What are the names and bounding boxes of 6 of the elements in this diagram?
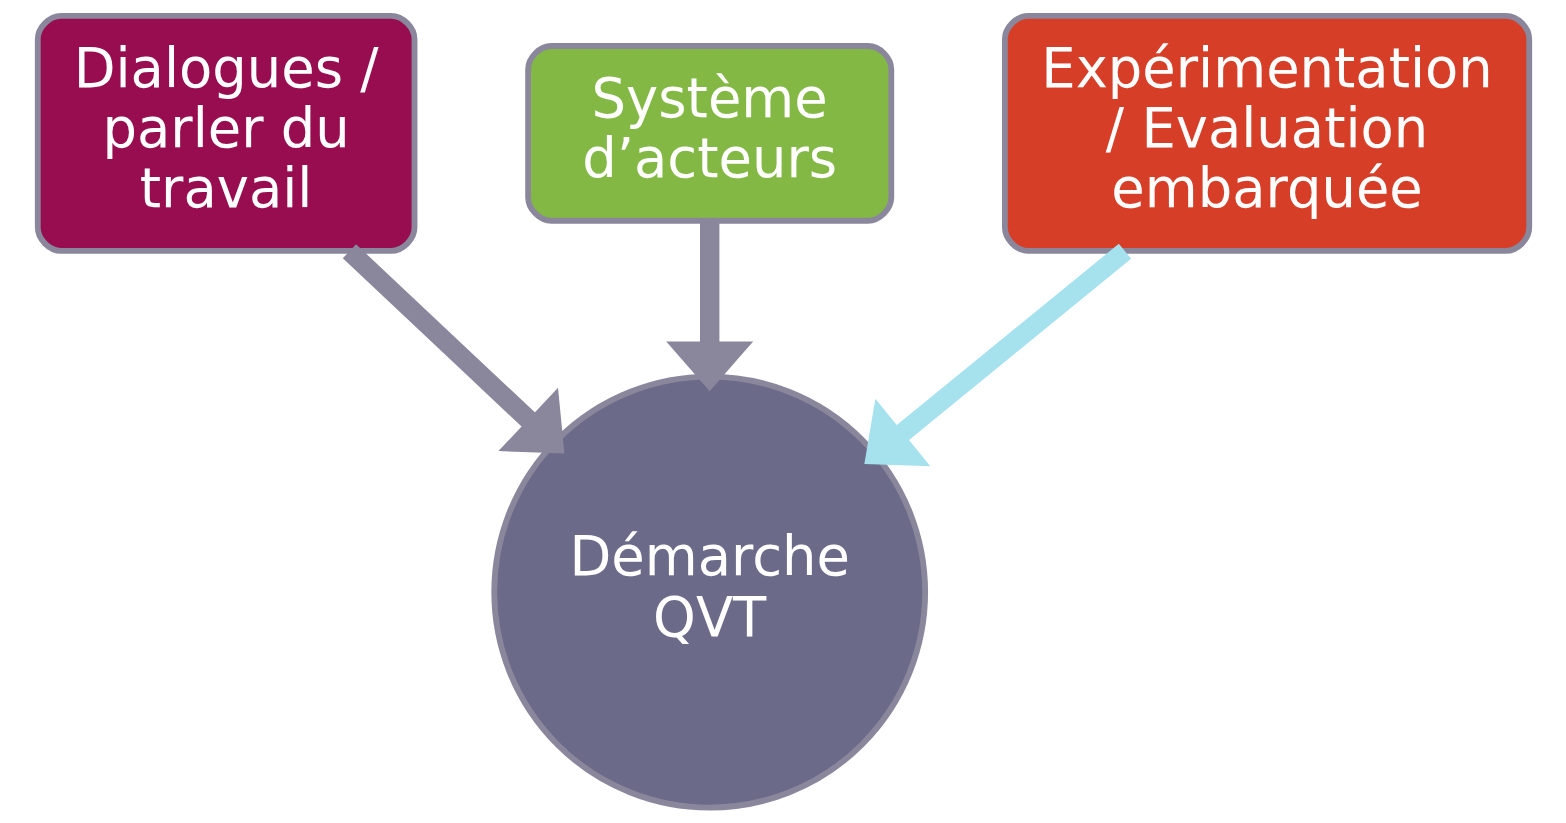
node-box: Expérimentation / Evaluation embarquée <box>1001 12 1532 254</box>
node-box: Dialogues / parler du travail <box>34 12 417 254</box>
arrow <box>342 244 564 454</box>
node-box: Système d’acteurs <box>524 43 894 224</box>
arrow <box>665 220 753 392</box>
arrow <box>863 243 1131 467</box>
